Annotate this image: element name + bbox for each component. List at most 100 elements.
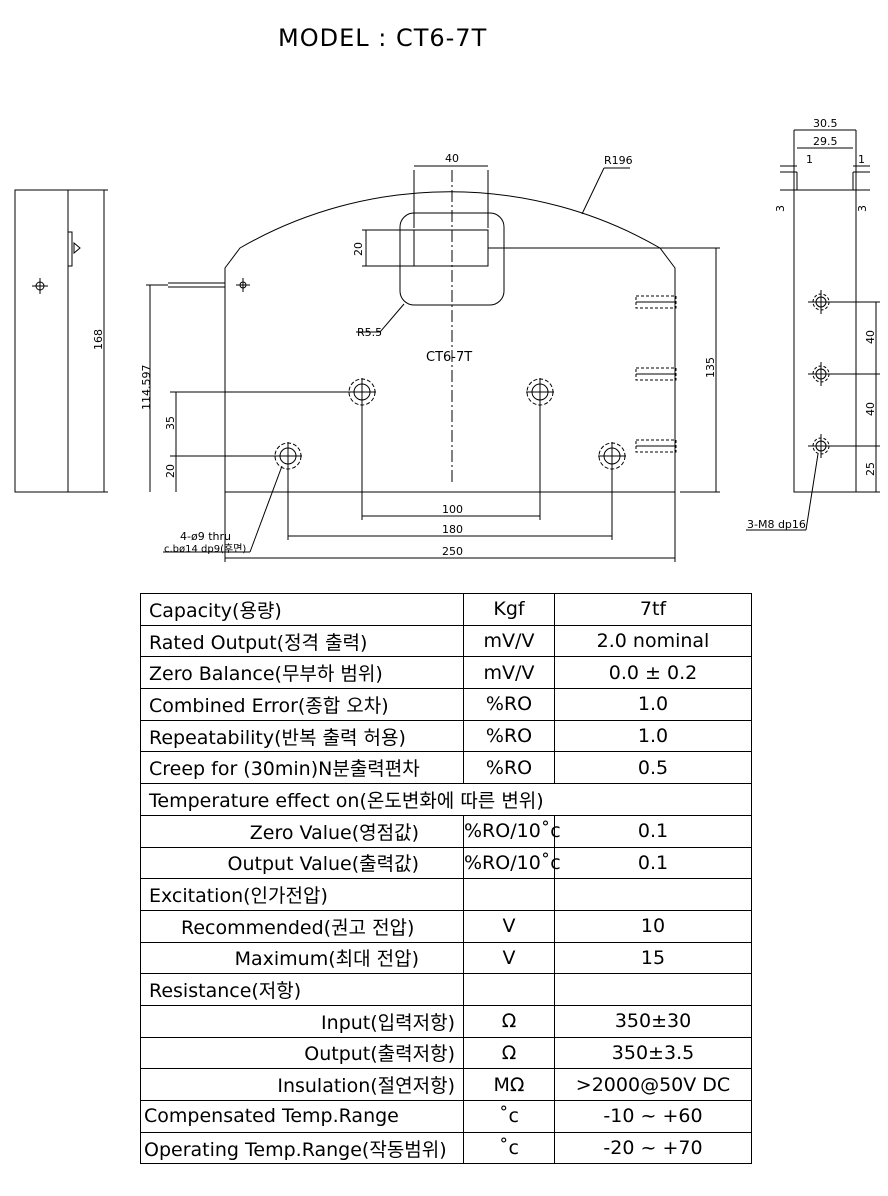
dim-r196: R196 — [604, 154, 633, 167]
dim-20-slot: 20 — [352, 242, 365, 256]
spec-value: 10 — [554, 909, 752, 943]
spec-value — [554, 973, 752, 1006]
dim-r5-5: R5.5 — [357, 326, 382, 339]
spec-item: Recommended(권고 전압) — [140, 909, 464, 943]
dim-135: 135 — [704, 357, 717, 378]
table-row: Resistance(저항) — [140, 973, 752, 1006]
spec-item: Maximum(최대 전압) — [140, 941, 464, 975]
spec-value: 350±30 — [554, 1004, 752, 1038]
spec-unit: V — [463, 941, 555, 975]
dim-40: 40 — [445, 152, 459, 165]
spec-unit: Ω — [463, 1004, 555, 1038]
spec-item: Input(입력저항) — [140, 1004, 464, 1038]
spec-unit: mV/V — [463, 624, 555, 658]
spec-unit: Kgf — [463, 593, 555, 626]
spec-value: 0.5 — [554, 751, 752, 785]
spec-unit: mV/V — [463, 656, 555, 690]
front-view — [146, 165, 720, 562]
spec-item: Zero Balance(무부하 범위) — [140, 656, 464, 690]
dim-3-right: 3 — [856, 205, 869, 212]
dim-114-597: 114.597 — [140, 365, 153, 411]
spec-item: Creep for (30min)N분출력편차 — [140, 751, 464, 785]
page-title: MODEL : CT6-7T — [278, 24, 488, 52]
spec-unit: %RO/10˚c — [463, 814, 561, 848]
spec-unit: V — [463, 909, 555, 943]
holes-note-2: c.bø14 dp9(후면) — [164, 543, 246, 555]
spec-unit: Ω — [463, 1036, 555, 1070]
part-label: CT6-7T — [426, 350, 472, 365]
spec-value: 1.0 — [554, 719, 752, 753]
dim-168: 168 — [92, 329, 105, 350]
spec-item: Temperature effect on(온도변화에 따른 변위) — [140, 783, 752, 816]
table-row: Operating Temp.Range(작동범위)˚c-20 ~ +70 — [140, 1131, 752, 1165]
spec-item: Output(출력저항) — [140, 1036, 464, 1070]
spec-item: Insulation(절연저항) — [140, 1068, 464, 1101]
dim-29-5: 29.5 — [813, 135, 838, 148]
table-row: Excitation(인가전압) — [140, 878, 752, 911]
spec-value: 1.0 — [554, 688, 752, 721]
spec-value: 0.1 — [554, 846, 752, 880]
spec-item: Repeatability(반복 출력 허용) — [140, 719, 464, 753]
spec-unit: %RO/10˚c — [463, 846, 561, 880]
right-side-view — [746, 129, 880, 531]
spec-unit: %RO — [463, 719, 555, 753]
spec-item: Rated Output(정격 출력) — [140, 624, 464, 658]
dim-3-left: 3 — [774, 205, 787, 212]
spec-value: -10 ~ +60 — [554, 1100, 752, 1133]
table-row: Compensated Temp.Range˚c-10 ~ +60 — [140, 1100, 752, 1133]
spec-item: Excitation(인가전압) — [140, 878, 464, 911]
dim-40-side-b: 40 — [864, 402, 877, 416]
spec-value: 0.1 — [554, 814, 752, 848]
dim-180: 180 — [442, 523, 463, 536]
spec-item: Resistance(저항) — [140, 973, 464, 1006]
spec-item: Capacity(용량) — [140, 593, 464, 626]
dim-30-5: 30.5 — [813, 117, 838, 130]
dim-20: 20 — [164, 464, 177, 478]
spec-unit: ˚c — [463, 1131, 555, 1165]
spec-unit: MΩ — [463, 1068, 555, 1101]
technical-drawing: 40 R196 20 R5.5 CT6-7T 135 168 114.597 3… — [14, 117, 880, 562]
left-side-view — [14, 189, 108, 493]
dim-40-side-a: 40 — [864, 330, 877, 344]
spec-value — [554, 878, 752, 911]
holes-note-1: 4-ø9 thru — [180, 530, 231, 543]
dim-100: 100 — [442, 503, 463, 516]
spec-value: 350±3.5 — [554, 1036, 752, 1070]
dim-1-right: 1 — [858, 153, 865, 166]
spec-value: >2000@50V DC — [554, 1068, 752, 1101]
threads-note: 3-M8 dp16 — [747, 518, 806, 531]
spec-item: Zero Value(영점값) — [140, 814, 464, 848]
spec-item: Operating Temp.Range(작동범위) — [140, 1131, 464, 1165]
spec-value: 15 — [554, 941, 752, 975]
spec-value: 0.0 ± 0.2 — [554, 656, 752, 690]
spec-unit — [463, 878, 555, 911]
spec-unit: ˚c — [463, 1100, 555, 1133]
spec-item: Compensated Temp.Range — [140, 1100, 464, 1133]
spec-unit: %RO — [463, 751, 555, 785]
table-row: Temperature effect on(온도변화에 따른 변위) — [140, 783, 752, 816]
spec-value: -20 ~ +70 — [554, 1131, 752, 1165]
spec-unit — [463, 973, 555, 1006]
dim-1-left: 1 — [806, 153, 813, 166]
dim-250: 250 — [442, 545, 463, 558]
dim-35: 35 — [164, 416, 177, 430]
spec-value: 2.0 nominal — [554, 624, 752, 658]
spec-item: Output Value(출력값) — [140, 846, 464, 880]
spec-item: Combined Error(종합 오차) — [140, 688, 464, 721]
spec-unit: %RO — [463, 688, 555, 721]
table-row: Insulation(절연저항)MΩ>2000@50V DC — [140, 1068, 752, 1101]
spec-value: 7tf — [554, 593, 752, 626]
